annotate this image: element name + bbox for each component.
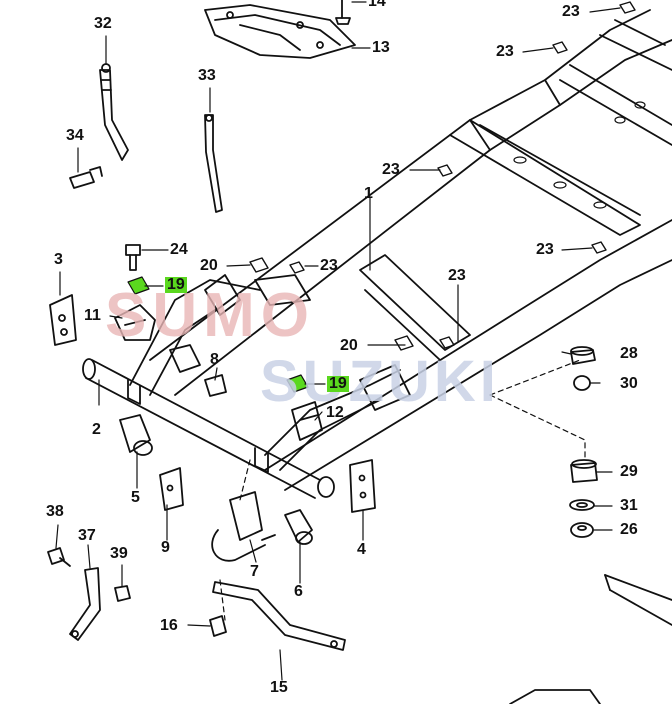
callout-1: 1 — [364, 185, 373, 202]
callout-28: 28 — [620, 345, 638, 362]
bolt-16 — [209, 615, 227, 637]
bolt-38 — [47, 547, 71, 567]
callout-5: 5 — [131, 489, 140, 506]
callout-26: 26 — [620, 521, 638, 538]
bracket-32 — [99, 63, 129, 161]
callout-30: 30 — [620, 375, 638, 392]
bolt-14 — [335, 0, 351, 25]
front-rails — [129, 274, 411, 471]
callout-23-c: 23 — [382, 161, 400, 178]
callout-7: 7 — [250, 563, 259, 580]
callout-9: 9 — [161, 539, 170, 556]
callout-20-b: 20 — [340, 337, 358, 354]
front-cross-tube — [82, 358, 335, 499]
highlighted-pads — [127, 276, 309, 393]
callout-13: 13 — [372, 39, 390, 56]
callout-34: 34 — [66, 127, 84, 144]
callout-24: 24 — [170, 241, 188, 258]
callout-8: 8 — [210, 351, 219, 368]
leader-lines — [55, 1, 621, 681]
body-mount-28 — [570, 346, 596, 365]
callout-11: 11 — [84, 307, 101, 324]
body-mount-31 — [569, 499, 595, 511]
bracket-8 — [204, 374, 227, 397]
frame-rails — [149, 9, 672, 491]
body-mount-29 — [570, 459, 598, 483]
callout-23-d: 23 — [536, 241, 554, 258]
callout-12: 12 — [326, 404, 344, 421]
lower-right-bracket — [509, 574, 672, 704]
bushing-5 — [119, 414, 153, 456]
plate-4 — [349, 459, 376, 513]
bracket-12 — [291, 401, 323, 441]
mounting-pads — [249, 1, 636, 351]
bolt-34 — [69, 166, 103, 189]
callout-3: 3 — [54, 251, 63, 268]
callout-23-a: 23 — [562, 3, 580, 20]
callout-23-f: 23 — [448, 267, 466, 284]
bracket-37 — [69, 567, 101, 641]
callout-38: 38 — [46, 503, 64, 520]
callout-33: 33 — [198, 67, 216, 84]
bracket-3 — [49, 294, 77, 346]
body-mount-26 — [570, 522, 594, 538]
bushing-6 — [284, 509, 313, 545]
u-bolt-7 — [211, 491, 276, 562]
cross-members — [359, 19, 672, 361]
bracket-9 — [159, 467, 184, 511]
strap-15 — [212, 581, 346, 651]
callout-37: 37 — [78, 527, 96, 544]
body-mount-30 — [573, 375, 591, 391]
nut-39 — [114, 585, 131, 602]
callout-6: 6 — [294, 583, 303, 600]
callout-2: 2 — [92, 421, 101, 438]
callout-23-b: 23 — [496, 43, 514, 60]
crossmember-holes — [513, 101, 646, 209]
callout-39: 39 — [110, 545, 128, 562]
callout-32: 32 — [94, 15, 112, 32]
strip-33 — [204, 114, 223, 213]
skid-plate-13 — [204, 4, 356, 59]
callout-23-e: 23 — [320, 257, 338, 274]
callout-19-a: 19 — [165, 276, 187, 293]
callout-31: 31 — [620, 497, 638, 514]
callout-4: 4 — [357, 541, 366, 558]
bolt-24 — [125, 244, 141, 271]
mount-11 — [114, 304, 156, 341]
callout-14: 14 — [368, 0, 386, 10]
callout-20-a: 20 — [200, 257, 218, 274]
callout-15: 15 — [270, 679, 288, 696]
callout-16: 16 — [160, 617, 178, 634]
callout-29: 29 — [620, 463, 638, 480]
callout-19-b: 19 — [327, 375, 349, 392]
